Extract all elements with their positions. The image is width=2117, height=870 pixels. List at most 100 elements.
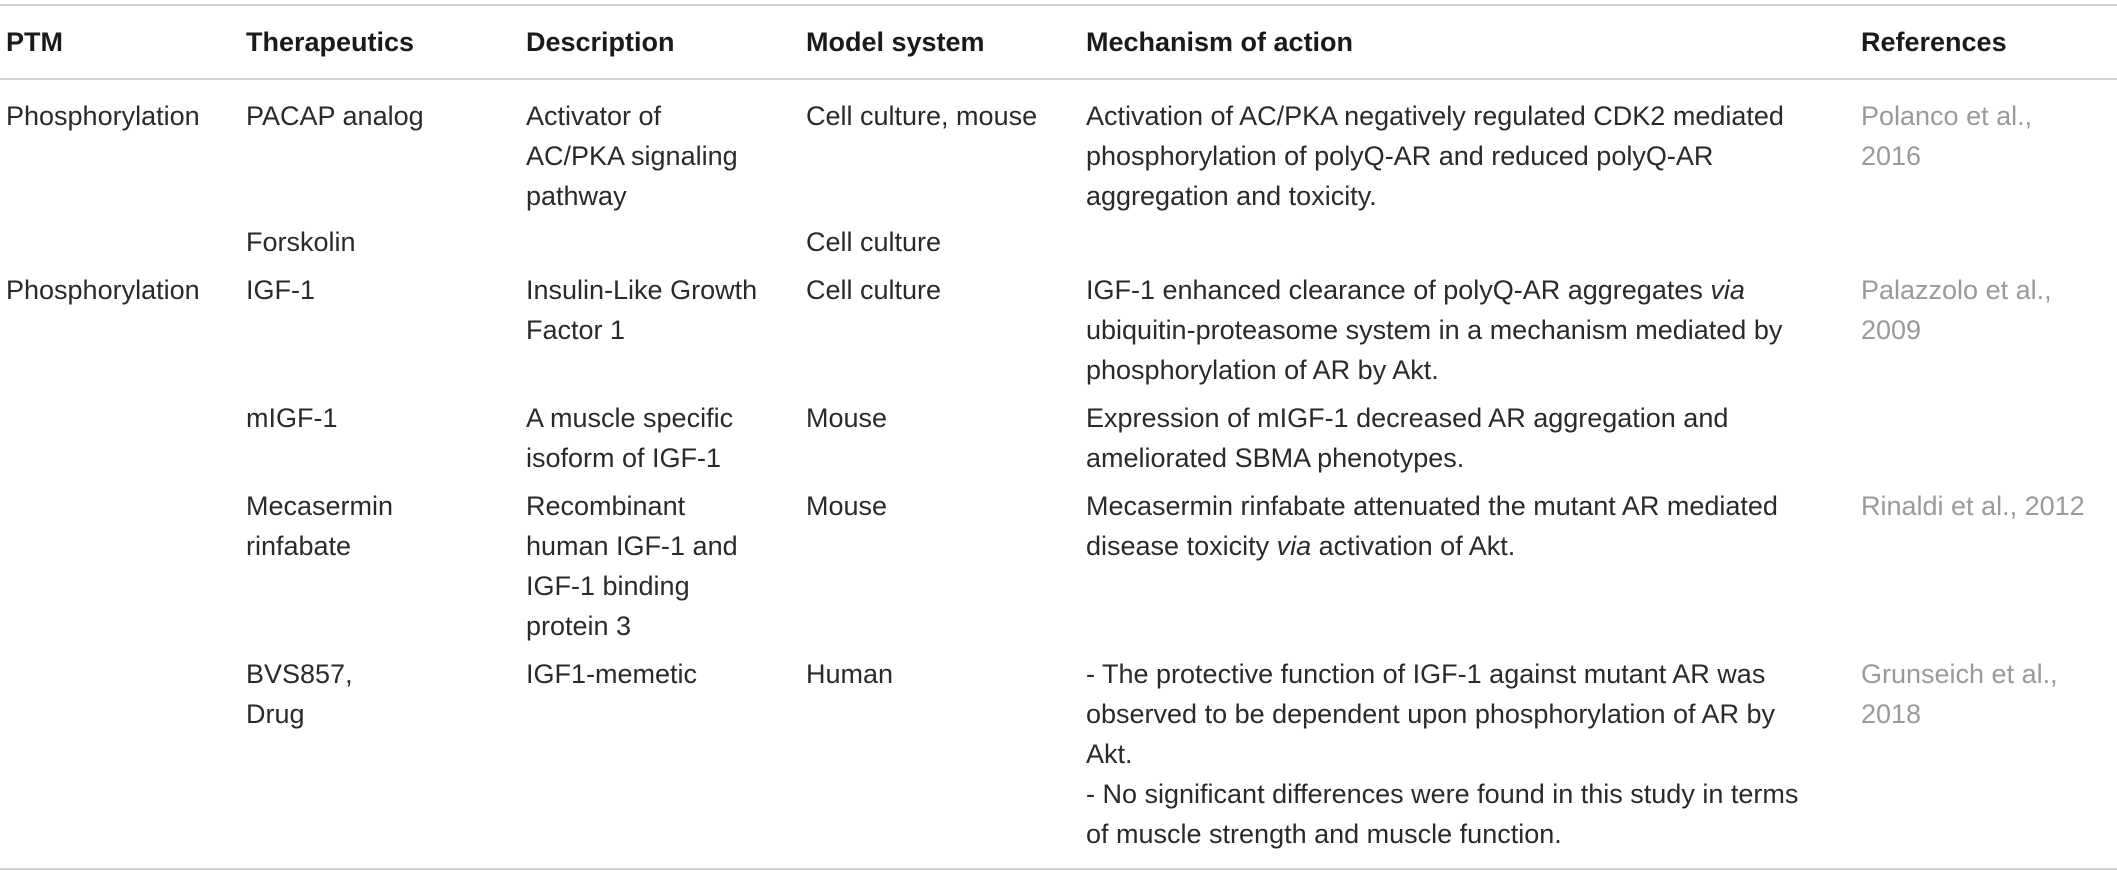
reference-link[interactable]: 2009 [1861,315,1922,345]
cell-text-line: Mecasermin [246,491,394,521]
cell-text-line: phosphorylation of AR by Akt. [1086,355,1439,385]
cell-description: Recombinant human IGF-1 and IGF-1 bindin… [520,478,800,646]
reference-link[interactable]: Palazzolo et al., [1861,275,2052,305]
cell-model-system: Mouse [800,390,1080,478]
cell-text-line: rinfabate [246,531,352,561]
cell-text-line: Activation of AC/PKA negatively regulate… [1086,101,1784,131]
cell-text-line: - No significant differences were found … [1086,779,1799,809]
table-row: BVS857, Drug IGF1-memetic Human - The pr… [0,646,2117,869]
table-row: Forskolin Cell culture [0,216,2117,262]
cell-text-line: Forskolin [246,227,356,257]
cell-references: Rinaldi et al., 2012 [1855,478,2117,646]
cell-ptm [0,478,240,646]
reference-link[interactable]: 2016 [1861,141,1922,171]
cell-text-line: PACAP analog [246,101,424,131]
cell-text-line: of muscle strength and muscle function. [1086,819,1562,849]
cell-text-line: phosphorylation of polyQ-AR and reduced … [1086,141,1714,171]
cell-references [1855,216,2117,262]
cell-model-system: Cell culture [800,216,1080,262]
cell-description: IGF1-memetic [520,646,800,869]
table-row: Phosphorylation IGF-1 Insulin-Like Growt… [0,262,2117,390]
cell-text-line: Human [806,659,894,689]
cell-ptm [0,216,240,262]
cell-text-line: human IGF-1 and [526,531,738,561]
header-row: PTM Therapeutics Description Model syste… [0,5,2117,79]
cell-description: Activator of AC/PKA signaling pathway [520,79,800,216]
cell-mechanism: IGF-1 enhanced clearance of polyQ-AR agg… [1080,262,1855,390]
cell-references: Grunseich et al., 2018 [1855,646,2117,869]
cell-model-system: Mouse [800,478,1080,646]
cell-references [1855,390,2117,478]
cell-text-line: aggregation and toxicity. [1086,181,1377,211]
cell-model-system: Cell culture [800,262,1080,390]
table-row: mIGF-1 A muscle specific isoform of IGF-… [0,390,2117,478]
cell-ptm [0,390,240,478]
cell-text-line: Drug [246,699,305,729]
cell-mechanism: - The protective function of IGF-1 again… [1080,646,1855,869]
cell-references: Polanco et al., 2016 [1855,79,2117,216]
header-therapeutics: Therapeutics [246,27,415,57]
cell-text-line: protein 3 [526,611,632,641]
table-body: Phosphorylation PACAP analog Activator o… [0,79,2117,869]
italic-text: via [1710,275,1745,305]
cell-therapeutics: mIGF-1 [240,390,520,478]
cell-text-line: Mouse [806,403,888,433]
reference-link[interactable]: Rinaldi et al., 2012 [1861,491,2085,521]
cell-text-line: Factor 1 [526,315,626,345]
cell-mechanism: Mecasermin rinfabate attenuated the muta… [1080,478,1855,646]
cell-text-line: Expression of mIGF-1 decreased AR aggreg… [1086,403,1729,433]
cell-description: Insulin-Like Growth Factor 1 [520,262,800,390]
cell-model-system: Human [800,646,1080,869]
text-run: activation of Akt. [1311,531,1516,561]
table-row: Mecasermin rinfabate Recombinant human I… [0,478,2117,646]
cell-text-line: IGF-1 [246,275,316,305]
reference-link[interactable]: Polanco et al., [1861,101,2033,131]
cell-therapeutics: BVS857, Drug [240,646,520,869]
cell-text-line: ubiquitin-proteasome system in a mechani… [1086,315,1783,345]
cell-mechanism [1080,216,1855,262]
header-description: Description [526,27,675,57]
text-run: disease toxicity [1086,531,1277,561]
cell-therapeutics: IGF-1 [240,262,520,390]
cell-text-line: Activator of [526,101,662,131]
cell-text-line: Cell culture, mouse [806,101,1038,131]
reference-link[interactable]: 2018 [1861,699,1922,729]
reference-link[interactable]: Grunseich et al., [1861,659,2058,689]
italic-text: via [1276,531,1312,561]
ptm-therapeutics-table: PTM Therapeutics Description Model syste… [0,4,2117,870]
cell-text-line: mIGF-1 [246,403,338,433]
cell-mechanism: Expression of mIGF-1 decreased AR aggreg… [1080,390,1855,478]
cell-model-system: Cell culture, mouse [800,79,1080,216]
cell-text-line: Cell culture [806,227,942,257]
cell-text-line: Mouse [806,491,888,521]
cell-text-line: disease toxicity via activation of Akt. [1086,526,1849,566]
cell-text-line: AC/PKA signaling [526,141,738,171]
cell-text-line: Akt. [1086,739,1133,769]
cell-text-line: observed to be dependent upon phosphoryl… [1086,699,1776,729]
cell-references: Palazzolo et al., 2009 [1855,262,2117,390]
cell-text-line: IGF1-memetic [526,659,698,689]
cell-description: A muscle specific isoform of IGF-1 [520,390,800,478]
cell-text-line: pathway [526,181,627,211]
header-model-system: Model system [806,27,985,57]
cell-text-line: Recombinant [526,491,686,521]
table-header: PTM Therapeutics Description Model syste… [0,5,2117,79]
cell-text-line: ameliorated SBMA phenotypes. [1086,443,1465,473]
ptm-therapeutics-table-container: PTM Therapeutics Description Model syste… [0,4,2117,870]
text-run: IGF-1 enhanced clearance of polyQ-AR agg… [1086,275,1711,305]
cell-text-line: Insulin-Like Growth [526,275,758,305]
cell-mechanism: Activation of AC/PKA negatively regulate… [1080,79,1855,216]
cell-text-line: BVS857, [246,659,353,689]
cell-description [520,216,800,262]
cell-therapeutics: PACAP analog [240,79,520,216]
cell-text-line: Cell culture [806,275,942,305]
cell-ptm: Phosphorylation [6,101,200,131]
cell-therapeutics: Forskolin [240,216,520,262]
cell-text-line: Mecasermin rinfabate attenuated the muta… [1086,491,1778,521]
cell-ptm [0,646,240,869]
cell-ptm: Phosphorylation [6,275,200,305]
cell-therapeutics: Mecasermin rinfabate [240,478,520,646]
cell-text-line: isoform of IGF-1 [526,443,722,473]
header-references: References [1861,27,2007,57]
header-mechanism: Mechanism of action [1086,27,1354,57]
